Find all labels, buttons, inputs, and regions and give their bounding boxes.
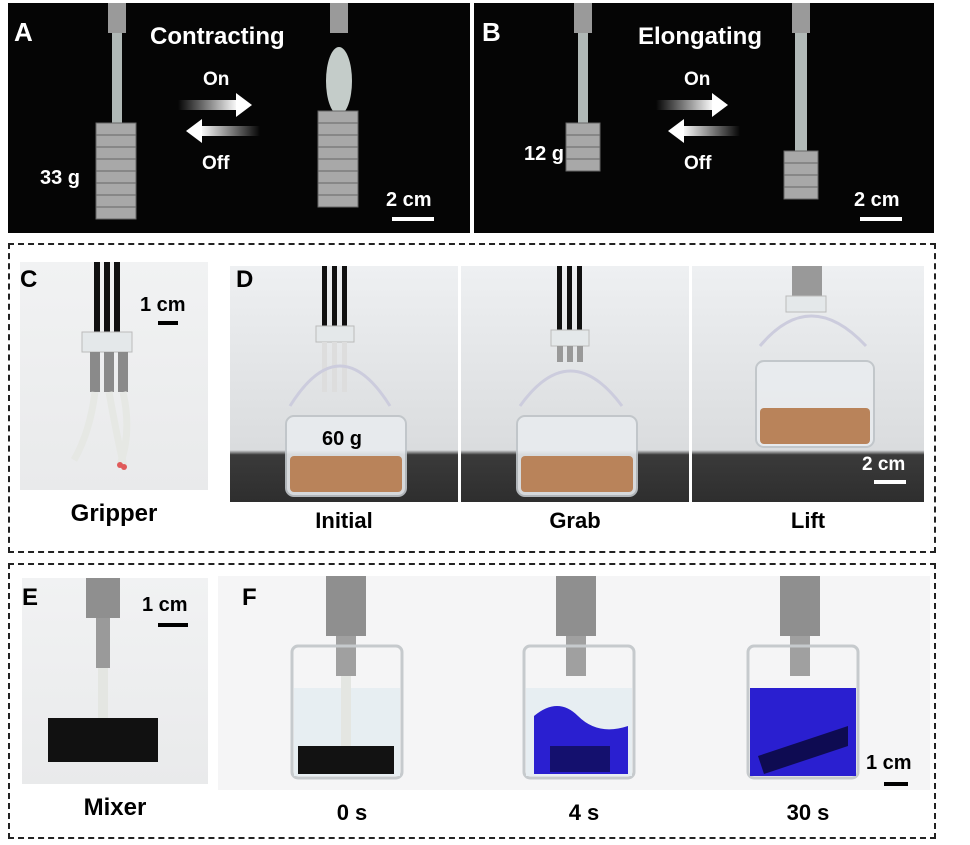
panel-f-scale-bar bbox=[884, 782, 908, 786]
panel-d-weight: 60 g bbox=[322, 428, 363, 450]
panel-d-caption-grab: Grab bbox=[549, 508, 601, 533]
panel-a-photo bbox=[95, 3, 359, 220]
panel-f-scale-label: 1 cm bbox=[866, 752, 912, 774]
panel-d-letter: D bbox=[236, 266, 254, 293]
panel-b-letter: B bbox=[482, 17, 501, 47]
panel-c-letter: C bbox=[20, 266, 38, 293]
panel-f-caption-4s: 4 s bbox=[568, 800, 600, 825]
panel-e-caption: Mixer bbox=[83, 794, 147, 821]
panel-b-weight: 12 g bbox=[524, 143, 565, 165]
panel-f-caption-30s: 30 s bbox=[786, 800, 830, 825]
panel-e-scale-bar bbox=[158, 623, 188, 627]
panel-d-caption-initial: Initial bbox=[315, 508, 373, 533]
panel-d-scale-label: 2 cm bbox=[862, 454, 906, 475]
panel-a: A Contracting On Off 33 g 2 cm bbox=[8, 3, 470, 233]
panel-c-caption: Gripper bbox=[70, 500, 158, 527]
panel-a-weight: 33 g bbox=[40, 167, 81, 189]
panel-a-off-label: Off bbox=[202, 153, 230, 174]
panel-b-scale-bar bbox=[860, 217, 902, 221]
off-arrow bbox=[186, 119, 260, 143]
on-arrow bbox=[178, 93, 252, 117]
panel-f-caption-0s: 0 s bbox=[336, 800, 368, 825]
panel-b: B Elongating On Off 12 g 2 cm bbox=[474, 3, 934, 233]
panel-c-scale-bar bbox=[158, 321, 178, 325]
panel-b-title: Elongating bbox=[638, 23, 762, 50]
off-arrow bbox=[668, 119, 740, 143]
panel-e-scale-label: 1 cm bbox=[142, 594, 188, 616]
panel-b-off-label: Off bbox=[684, 153, 712, 174]
panel-d-caption-lift: Lift bbox=[790, 508, 826, 533]
panel-d-photos bbox=[230, 266, 924, 502]
panel-a-scale-label: 2 cm bbox=[386, 189, 432, 211]
on-arrow bbox=[656, 93, 728, 117]
panel-d-scale-bar bbox=[874, 480, 906, 484]
panel-f-letter: F bbox=[242, 584, 257, 611]
panel-b-on-label: On bbox=[684, 69, 711, 90]
panel-a-scale-bar bbox=[392, 217, 434, 221]
panel-e-letter: E bbox=[22, 584, 39, 611]
panel-b-scale-label: 2 cm bbox=[854, 189, 900, 211]
panel-c-photo bbox=[20, 262, 208, 490]
panel-b-photo bbox=[565, 3, 819, 200]
panel-e-photo bbox=[22, 578, 208, 784]
panel-cd-frame bbox=[8, 243, 936, 553]
panel-ef-frame bbox=[8, 563, 936, 839]
panel-a-on-label: On bbox=[203, 69, 230, 90]
panel-a-title: Contracting bbox=[150, 23, 285, 50]
panel-a-letter: A bbox=[14, 17, 33, 47]
panel-f-photos bbox=[218, 576, 930, 790]
panel-c-scale-label: 1 cm bbox=[140, 294, 186, 316]
